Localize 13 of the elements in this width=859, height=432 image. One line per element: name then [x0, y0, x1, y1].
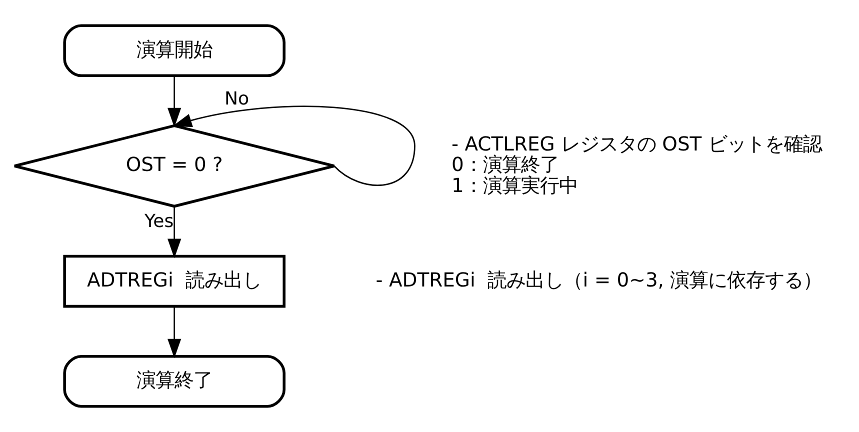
- node-label: 0：演算終了: [451, 153, 558, 176]
- node-label: - ACTLREG レジスタの OST ビットを確認: [451, 132, 822, 156]
- arrow: [167, 76, 181, 128]
- node-box: 演算開始: [62, 24, 285, 78]
- node-label: 1：演算実行中: [451, 174, 578, 197]
- arrow: [167, 206, 181, 258]
- node-box: 演算終了: [62, 354, 285, 408]
- edge-label: No: [224, 88, 249, 110]
- node-diamond: OST = 0 ?: [12, 124, 336, 208]
- node-box: ADTREGi 読み出し: [62, 254, 285, 308]
- arrow: [167, 306, 181, 358]
- edge-label: Yes: [144, 210, 174, 232]
- label: - ADTREGi 読み出し（i = 0~3, 演算に依存する）: [375, 268, 822, 292]
